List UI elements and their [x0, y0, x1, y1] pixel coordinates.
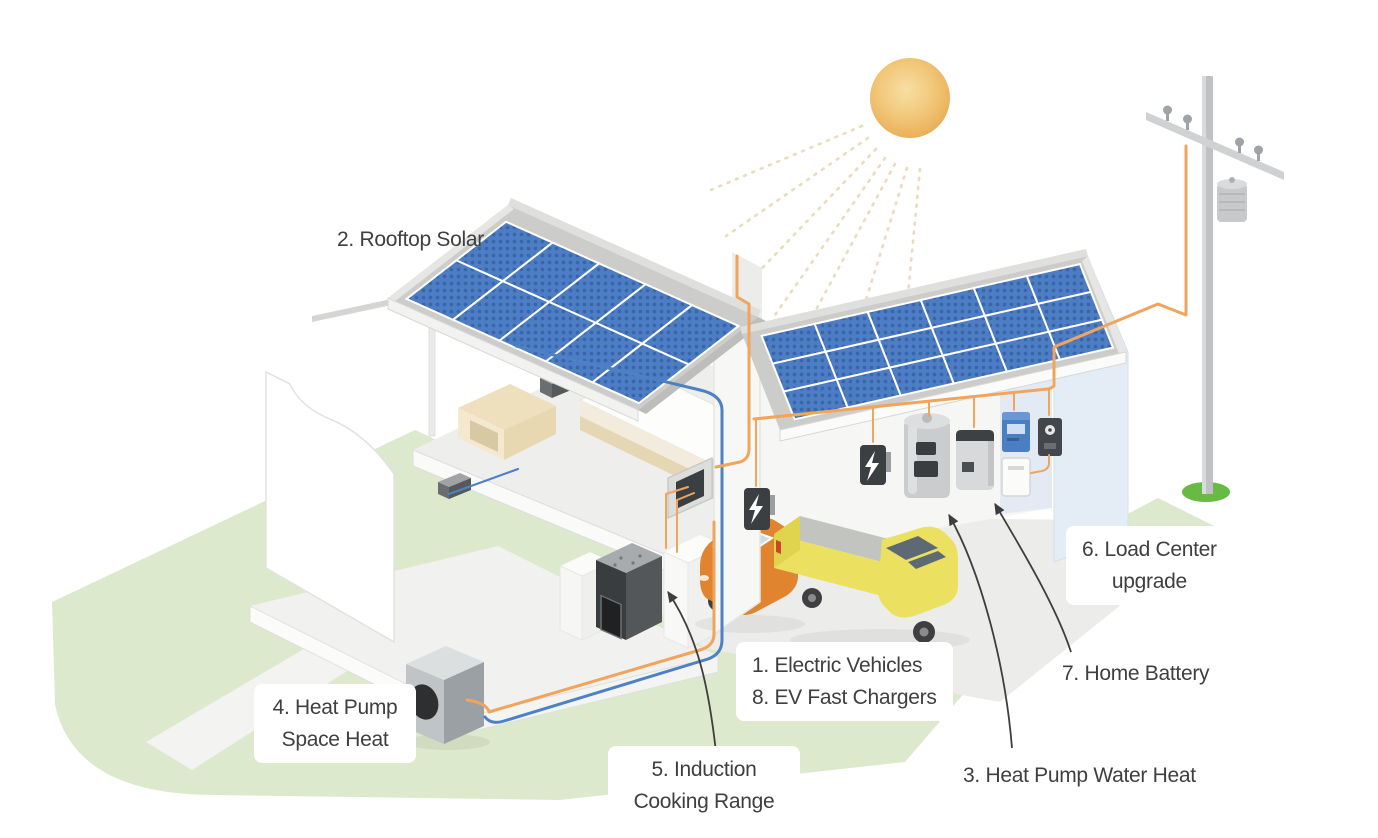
crossarm	[1146, 112, 1284, 180]
transformer	[1217, 177, 1247, 222]
wiring	[447, 144, 1188, 724]
home-battery-unit	[956, 430, 994, 490]
lightning-bolt-icon	[749, 494, 763, 524]
fan-icon	[409, 684, 439, 720]
disconnect-switch	[1038, 418, 1062, 456]
mini-split-lower	[438, 473, 471, 499]
wire-orange-garage-run	[752, 387, 1050, 421]
arrow-to-battery	[994, 502, 1072, 653]
wire-blue-main	[483, 344, 724, 724]
ev-charger-wall	[744, 488, 775, 530]
callout-arrows	[667, 502, 1072, 753]
ev-charger-garage	[860, 445, 891, 485]
label-heat-pump-space: 4. Heat Pump Space Heat	[254, 684, 416, 763]
label-ev-group: 1. Electric Vehicles 8. EV Fast Chargers	[736, 642, 953, 721]
wire-orange-range-2	[676, 492, 695, 553]
taillight	[776, 540, 781, 554]
insulators	[1163, 105, 1263, 161]
solar-array-garage-roof	[760, 262, 1115, 421]
cutaway-left-wall	[265, 370, 395, 644]
wire-blue-minisplit	[447, 467, 520, 496]
label-electric-vehicles: 1. Electric Vehicles	[752, 654, 923, 677]
arrow-to-water-heater	[948, 513, 1013, 749]
label-rooftop-solar: 2. Rooftop Solar	[337, 228, 484, 251]
label-ev-fast-chargers: 8. EV Fast Chargers	[752, 685, 937, 709]
solar-array-left-roof	[404, 220, 741, 405]
sun-icon	[870, 58, 950, 138]
wire-orange-service-drop	[1047, 144, 1188, 391]
label-home-battery: 7. Home Battery	[1062, 662, 1210, 685]
wire-orange-roof	[714, 254, 751, 469]
wire-orange-range-1	[665, 486, 689, 549]
label-induction-range: 5. Induction Cooking Range	[608, 746, 800, 825]
desk	[458, 384, 556, 460]
utility-pole	[1146, 76, 1284, 502]
arrow-to-range	[667, 590, 717, 753]
induction-range	[596, 543, 662, 640]
load-center-box	[1001, 457, 1031, 497]
lightning-bolt-icon	[865, 451, 879, 481]
label-heat-pump-water-heat: 3. Heat Pump Water Heat	[963, 764, 1196, 787]
water-heater	[904, 413, 950, 498]
label-load-center: 6. Load Center upgrade	[1066, 526, 1233, 605]
wire-orange-floor	[465, 520, 716, 714]
yellow-pickup-truck	[774, 516, 970, 651]
utility-meter	[1002, 412, 1030, 452]
